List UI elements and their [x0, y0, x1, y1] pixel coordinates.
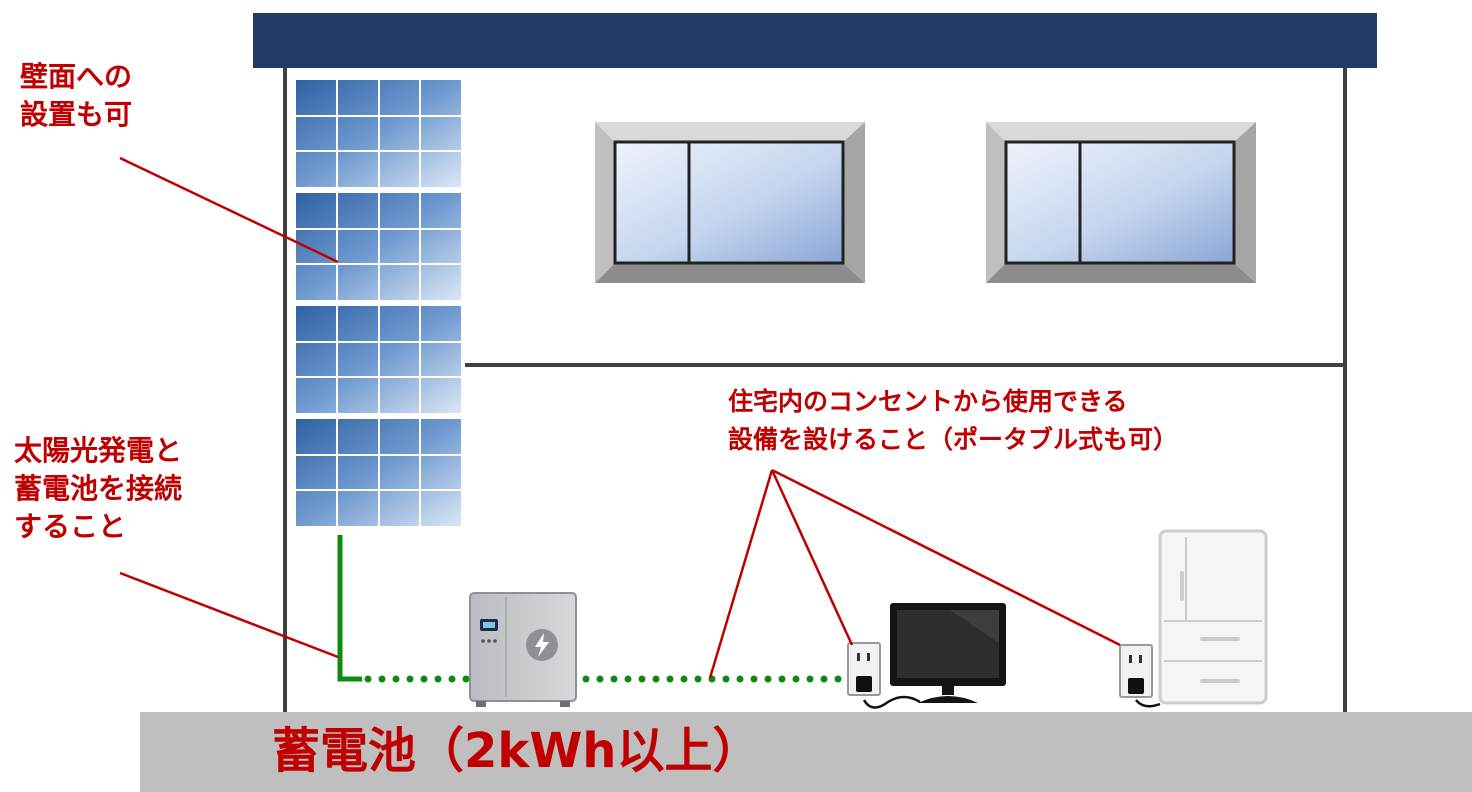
battery-unit-icon: [469, 592, 577, 707]
leader-wall: [119, 156, 339, 264]
tv-cord: [862, 695, 921, 709]
fridge-cord: [1135, 699, 1161, 708]
connection-label-line3: すること: [14, 510, 127, 543]
outlet-label-line2: 設備を設けること（ポータブル式も可）: [728, 425, 1179, 454]
solar-panel-icon: [296, 419, 461, 526]
wall-mount-label-line1: 壁面への: [20, 60, 133, 93]
solar-panel-icon: [296, 306, 461, 413]
outlet-icon: [847, 642, 881, 696]
pv-battery-connection-label: 太陽光発電と 蓄電池を接続 すること: [14, 432, 182, 546]
callout-lines: [119, 156, 1121, 679]
window-icon: [595, 122, 865, 283]
window-icon: [986, 122, 1256, 283]
wiring: [337, 535, 844, 683]
battery-title: 蓄電池（2kWh以上）: [272, 723, 761, 779]
leader-outlet-cable: [708, 469, 774, 679]
connection-label-line1: 太陽光発電と: [14, 434, 183, 467]
leader-connection: [119, 571, 339, 659]
outlet-equipment-label: 住宅内のコンセントから使用できる 設備を設けること（ポータブル式も可）: [728, 383, 1178, 459]
refrigerator-icon: [1158, 529, 1268, 705]
lightning-icon: [526, 629, 558, 661]
connection-label-line2: 蓄電池を接続: [14, 472, 183, 505]
television-icon: [890, 603, 1006, 703]
roof: [253, 13, 1377, 68]
solar-panel-icon: [296, 80, 461, 187]
leader-outlet-tv: [770, 469, 854, 646]
outlet-label-line1: 住宅内のコンセントから使用できる: [728, 387, 1128, 416]
outlet-icon: [1119, 644, 1153, 698]
leader-outlet-fridge: [771, 468, 1121, 647]
wall-mount-label-line2: 設置も可: [20, 98, 133, 131]
solar-panel-array: [296, 80, 461, 526]
ground-band: [140, 712, 1472, 792]
solar-panel-icon: [296, 193, 461, 300]
pv-cable: [337, 535, 362, 682]
wall-mount-label: 壁面への 設置も可: [20, 58, 132, 134]
